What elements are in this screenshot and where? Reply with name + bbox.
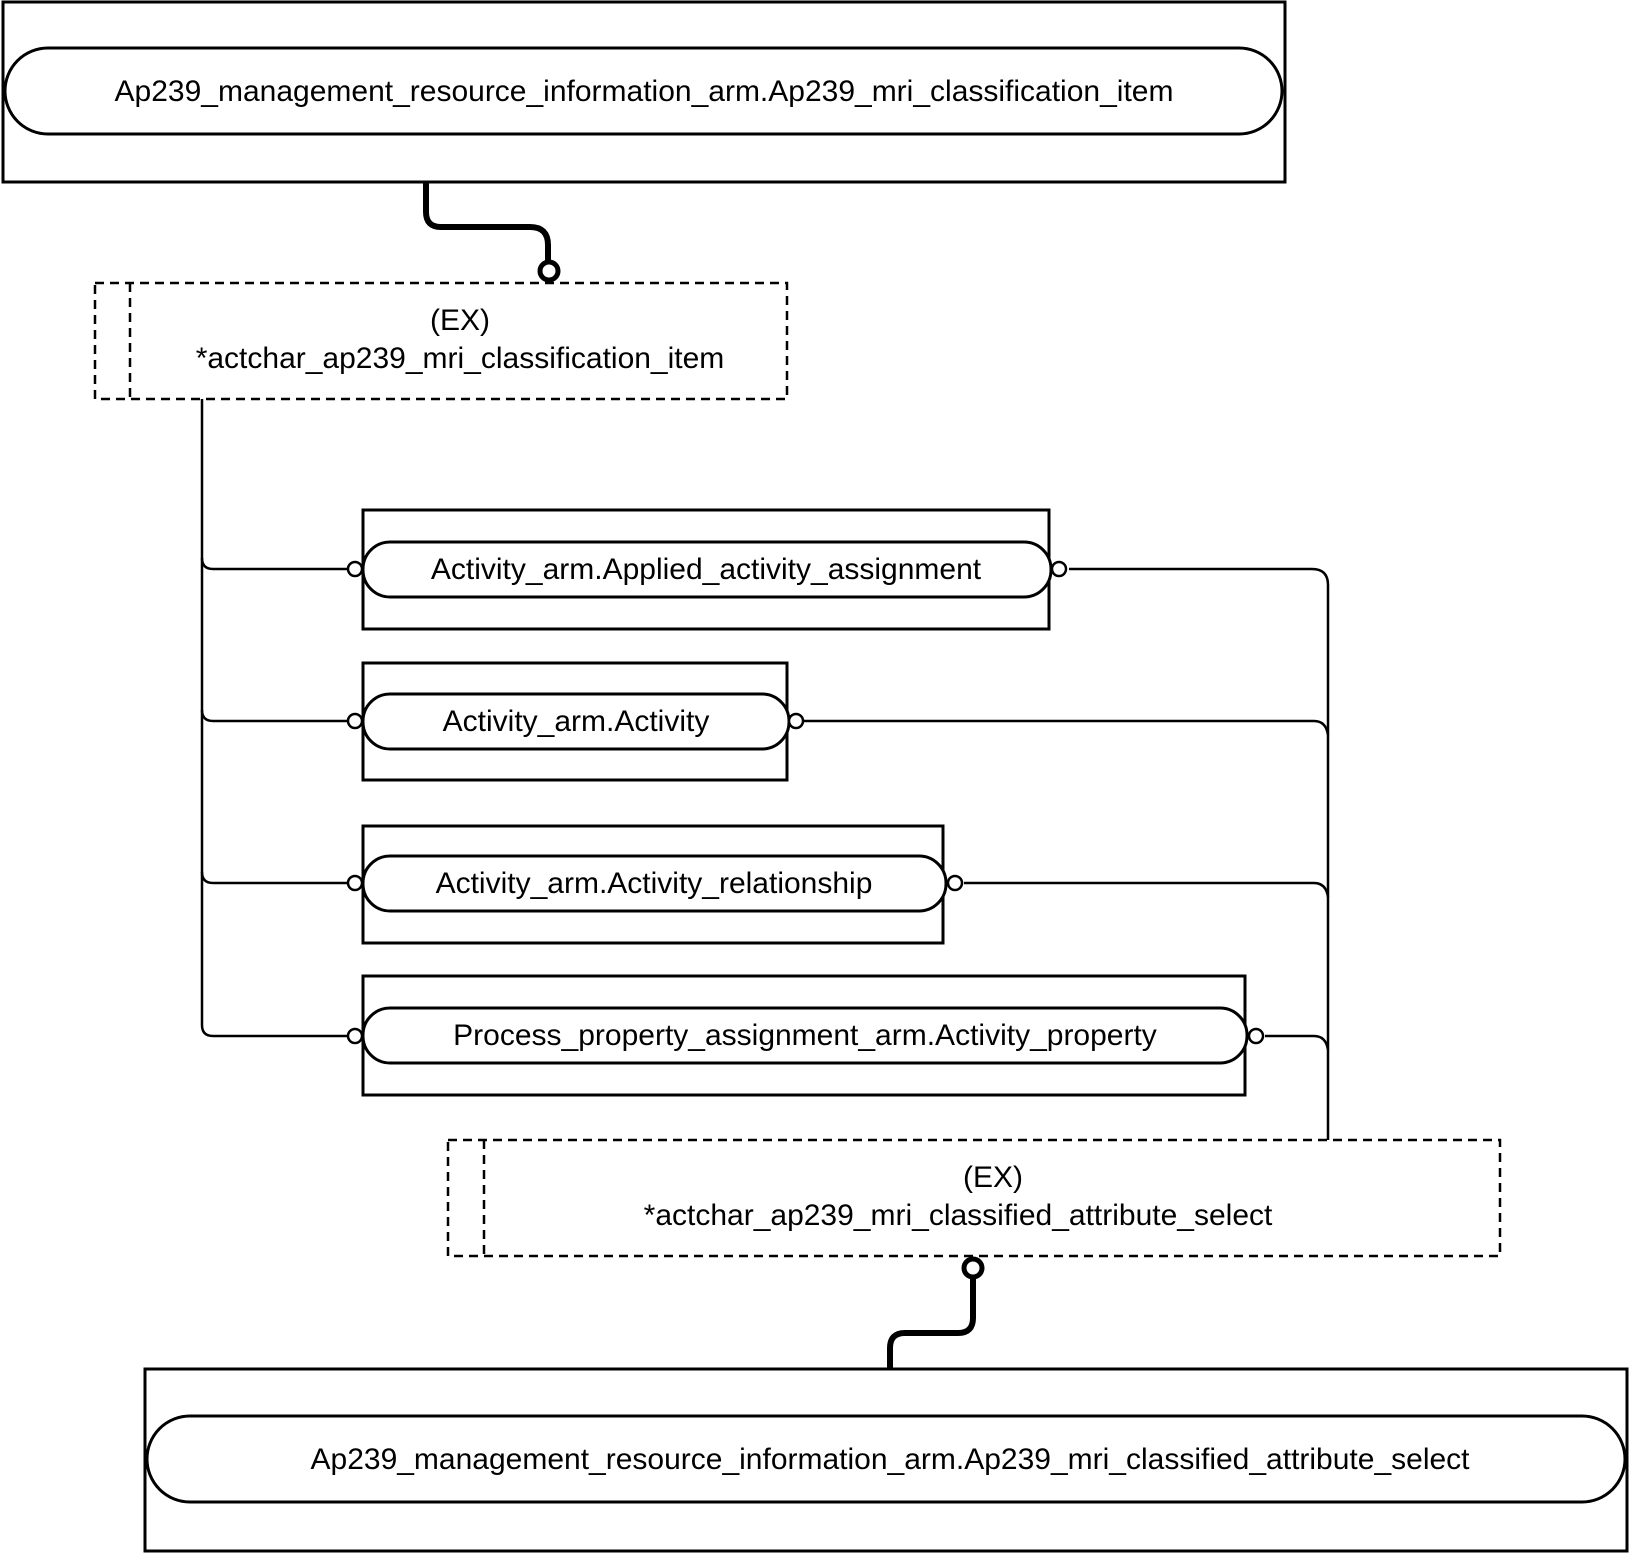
left-branch-1 bbox=[200, 557, 348, 571]
member-node-applied-activity-assignment[interactable]: Activity_arm.Applied_activity_assignment bbox=[346, 508, 1068, 631]
right-branch-2 bbox=[803, 719, 1330, 736]
member-right-circle bbox=[1050, 560, 1068, 578]
top-extension-label: *actchar_ap239_mri_classification_item bbox=[196, 342, 725, 375]
bottom-entity-node[interactable]: Ap239_management_resource_information_ar… bbox=[143, 1367, 1629, 1553]
top-extension-node[interactable]: (EX) *actchar_ap239_mri_classification_i… bbox=[93, 281, 789, 401]
member-left-circle bbox=[346, 1027, 364, 1045]
member-left-circle bbox=[346, 560, 364, 578]
left-branch-2 bbox=[200, 709, 348, 723]
bottom-relationship-line bbox=[887, 1275, 976, 1371]
bottom-entity-label: Ap239_management_resource_information_ar… bbox=[311, 1443, 1471, 1476]
member-right-circle bbox=[946, 874, 964, 892]
bottom-extension-label: *actchar_ap239_mri_classified_attribute_… bbox=[644, 1199, 1273, 1232]
member-node-activity-property[interactable]: Process_property_assignment_arm.Activity… bbox=[346, 974, 1265, 1097]
member-left-circle bbox=[346, 874, 364, 892]
top-extension-frame bbox=[93, 281, 789, 401]
member-label: Activity_arm.Applied_activity_assignment bbox=[431, 553, 982, 586]
bottom-extension-node[interactable]: (EX) *actchar_ap239_mri_classified_attri… bbox=[446, 1138, 1502, 1258]
top-entity-pill bbox=[3, 46, 1284, 136]
right-trunk-line bbox=[1069, 567, 1330, 1140]
bottom-entity-pill bbox=[145, 1414, 1627, 1504]
right-branch-4 bbox=[1265, 1034, 1330, 1051]
top-relationship-end-circle bbox=[537, 259, 561, 283]
member-label: Activity_arm.Activity bbox=[443, 705, 710, 738]
right-branch-3 bbox=[964, 881, 1330, 898]
top-entity-label: Ap239_management_resource_information_ar… bbox=[115, 75, 1174, 108]
top-entity-node[interactable]: Ap239_management_resource_information_ar… bbox=[1, 0, 1287, 184]
bottom-relationship-end-circle bbox=[961, 1256, 985, 1280]
left-branch-3 bbox=[200, 871, 348, 885]
top-extension-tag: (EX) bbox=[430, 304, 490, 337]
member-label: Process_property_assignment_arm.Activity… bbox=[453, 1019, 1157, 1052]
member-right-circle bbox=[1247, 1027, 1265, 1045]
member-right-circle bbox=[787, 712, 805, 730]
bottom-extension-tag: (EX) bbox=[963, 1161, 1023, 1194]
bottom-extension-frame bbox=[446, 1138, 1502, 1258]
member-left-circle bbox=[346, 712, 364, 730]
member-node-activity[interactable]: Activity_arm.Activity bbox=[346, 661, 805, 782]
left-trunk-line bbox=[200, 399, 348, 1038]
member-node-activity-relationship[interactable]: Activity_arm.Activity_relationship bbox=[346, 824, 964, 945]
top-relationship-line bbox=[423, 181, 551, 265]
member-label: Activity_arm.Activity_relationship bbox=[436, 867, 873, 900]
